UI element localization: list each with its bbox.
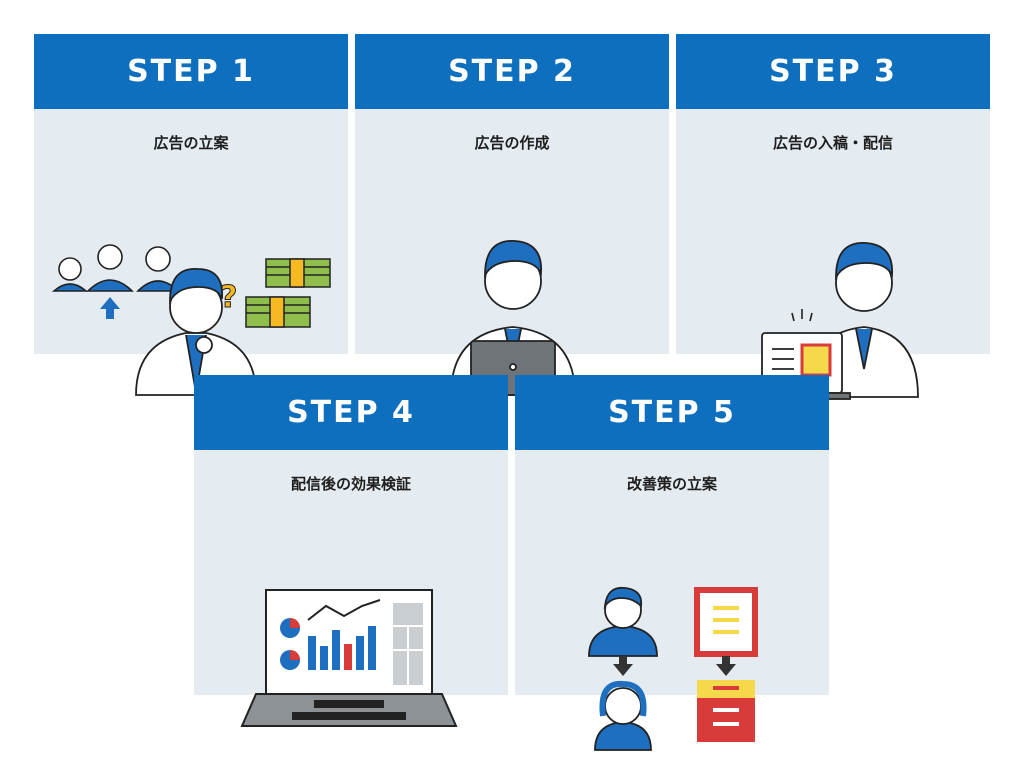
step-4-header: STEP 4 bbox=[194, 375, 508, 450]
step-4-title: 配信後の効果検証 bbox=[290, 475, 411, 493]
step-4-card: STEP 4 配信後の効果検証 bbox=[194, 375, 508, 727]
step-1-card: STEP 1 広告の立案 ? bbox=[34, 34, 348, 396]
step-3-header: STEP 3 bbox=[676, 34, 990, 109]
step-5-header: STEP 5 bbox=[515, 375, 829, 450]
step-2-title: 広告の作成 bbox=[474, 134, 550, 152]
step-3-card: STEP 3 広告の入稿・配信 bbox=[676, 34, 990, 400]
down-arrow-icon bbox=[613, 656, 633, 676]
people-growth-illustration: ? bbox=[51, 244, 331, 396]
data-table-icon bbox=[391, 601, 425, 687]
improvement-illustration bbox=[588, 586, 758, 751]
step-3-title: 広告の入稿・配信 bbox=[772, 134, 893, 152]
sparkle-icon bbox=[791, 309, 813, 322]
up-arrow-icon bbox=[100, 297, 120, 319]
person-top-icon bbox=[588, 586, 658, 657]
bar-chart-icon bbox=[307, 599, 381, 670]
step-2-card: STEP 2 広告の作成 bbox=[355, 34, 669, 396]
question-mark-icon: ? bbox=[220, 280, 237, 315]
step-1-header: STEP 1 bbox=[34, 34, 348, 109]
step-5-title: 改善策の立案 bbox=[626, 475, 717, 493]
people-row-icon bbox=[51, 244, 180, 292]
document-bottom-icon bbox=[697, 680, 755, 742]
step-1-title: 広告の立案 bbox=[153, 134, 229, 152]
document-top-icon bbox=[694, 587, 758, 657]
pie-chart-icon bbox=[280, 618, 300, 670]
step-5-card: STEP 5 改善策の立案 bbox=[515, 375, 829, 751]
step-2-header: STEP 2 bbox=[355, 34, 669, 109]
person-bottom-icon bbox=[594, 680, 652, 751]
money-stack-icon bbox=[245, 258, 331, 328]
analytics-laptop-illustration bbox=[240, 589, 458, 727]
down-arrow-icon-2 bbox=[716, 656, 736, 676]
